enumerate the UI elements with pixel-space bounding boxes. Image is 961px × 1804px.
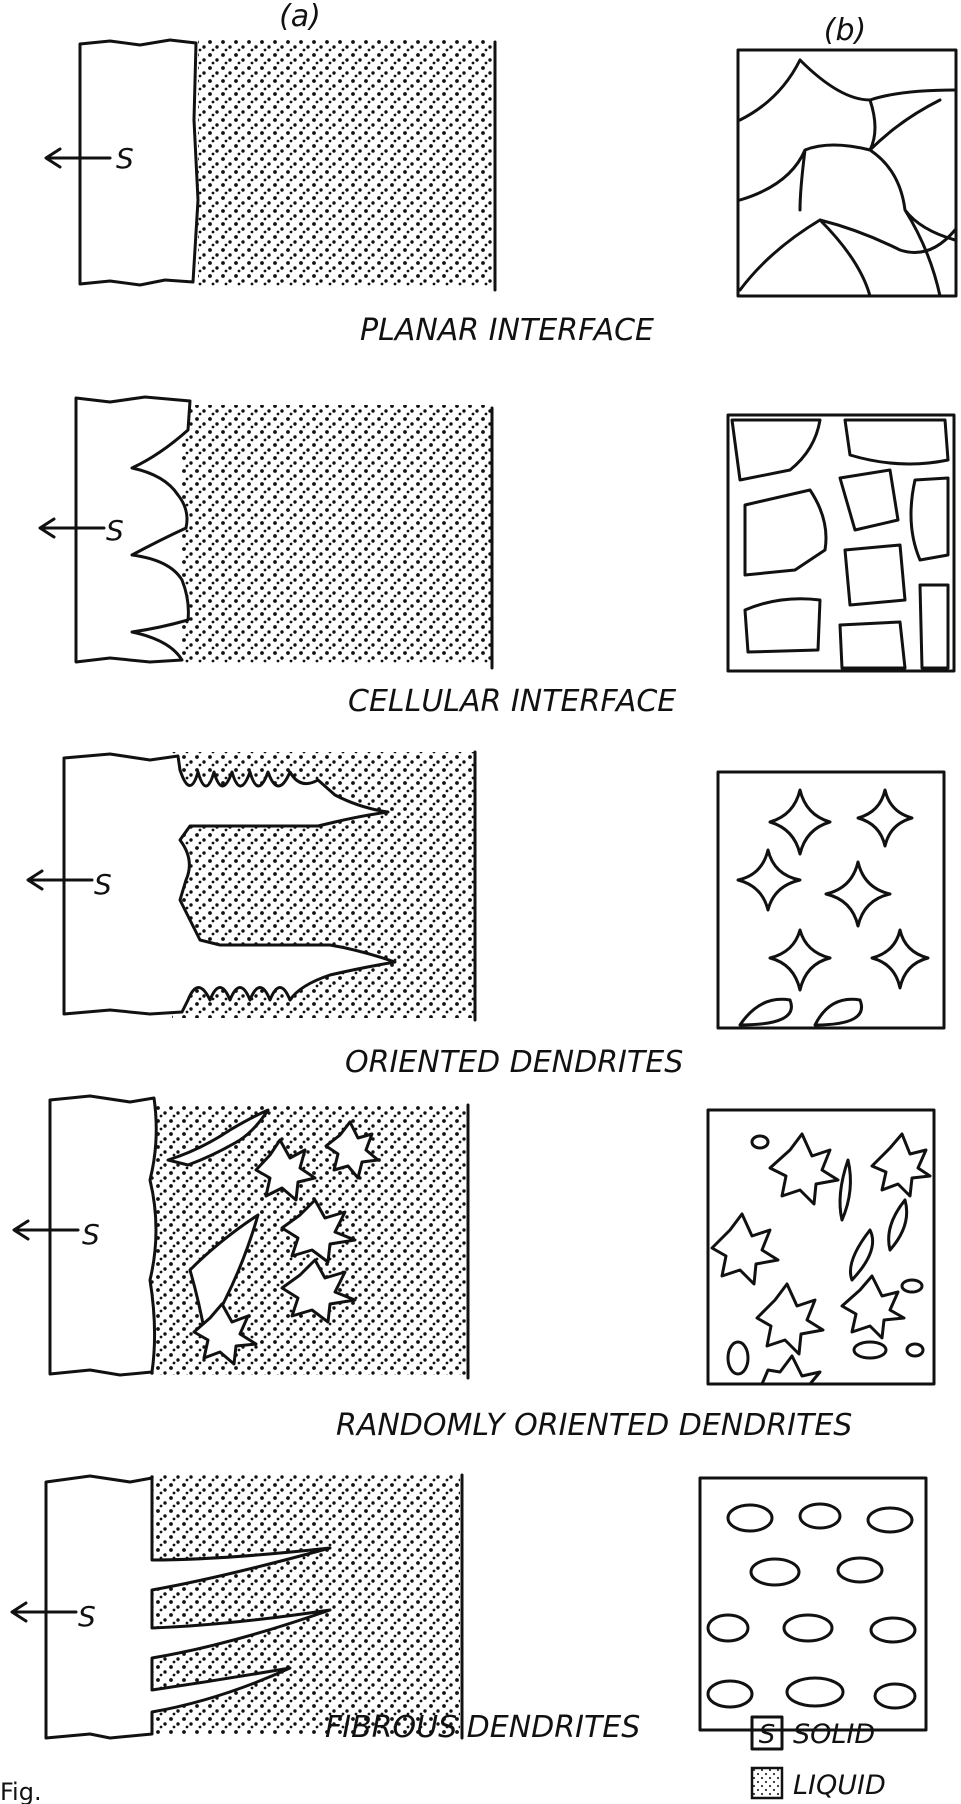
legend-solid-label: SOLID <box>793 1719 875 1750</box>
legend-liquid: LIQUID <box>752 1768 886 1801</box>
arrow-label-s: S <box>94 868 112 901</box>
fibrous-cross-section: S <box>12 1475 462 1738</box>
column-label-b: (b) <box>824 13 866 48</box>
oriented-plan-view <box>718 772 944 1028</box>
row-title-cellular: CELLULAR INTERFACE <box>348 684 676 719</box>
random-plan-view <box>708 1110 934 1384</box>
fibrous-plan-view <box>700 1478 926 1730</box>
solid-region <box>50 1096 156 1375</box>
solid-region <box>80 40 198 285</box>
row-cellular: S CELLULAR INTERFACE <box>40 397 954 719</box>
random-cross-section: S <box>14 1096 468 1378</box>
row-planar: S PLANAR INTERFACE <box>46 40 956 348</box>
row-title-planar: PLANAR INTERFACE <box>360 313 654 348</box>
arrow-label-s: S <box>106 514 124 547</box>
arrow-label-s: S <box>82 1218 100 1251</box>
column-label-a: (a) <box>279 0 321 34</box>
oriented-cross-section: S <box>28 752 475 1020</box>
row-title-fibrous: FIBROUS DENDRITES <box>325 1710 640 1745</box>
arrow-label-s: S <box>78 1600 96 1633</box>
figure-caption-fragment: Fig. <box>0 1778 42 1804</box>
cellular-cross-section: S <box>40 397 492 668</box>
cellular-plan-view <box>728 415 954 671</box>
row-oriented: S ORIENTED DENDRITES <box>28 752 944 1080</box>
arrow-label-s: S <box>116 142 134 175</box>
legend-solid: S SOLID <box>752 1717 875 1750</box>
legend-liquid-label: LIQUID <box>793 1770 886 1801</box>
legend-solid-symbol: S <box>759 1720 776 1750</box>
row-title-oriented: ORIENTED DENDRITES <box>345 1045 683 1080</box>
row-random: S RANDOMLY ORIENTED DENDRITES <box>14 1096 934 1443</box>
planar-cross-section: S <box>46 40 495 290</box>
row-fibrous: S FIBROUS DENDRITES <box>12 1475 926 1745</box>
row-title-random: RANDOMLY ORIENTED DENDRITES <box>336 1408 852 1443</box>
planar-plan-view <box>738 50 956 296</box>
legend: S SOLID LIQUID <box>752 1717 886 1801</box>
